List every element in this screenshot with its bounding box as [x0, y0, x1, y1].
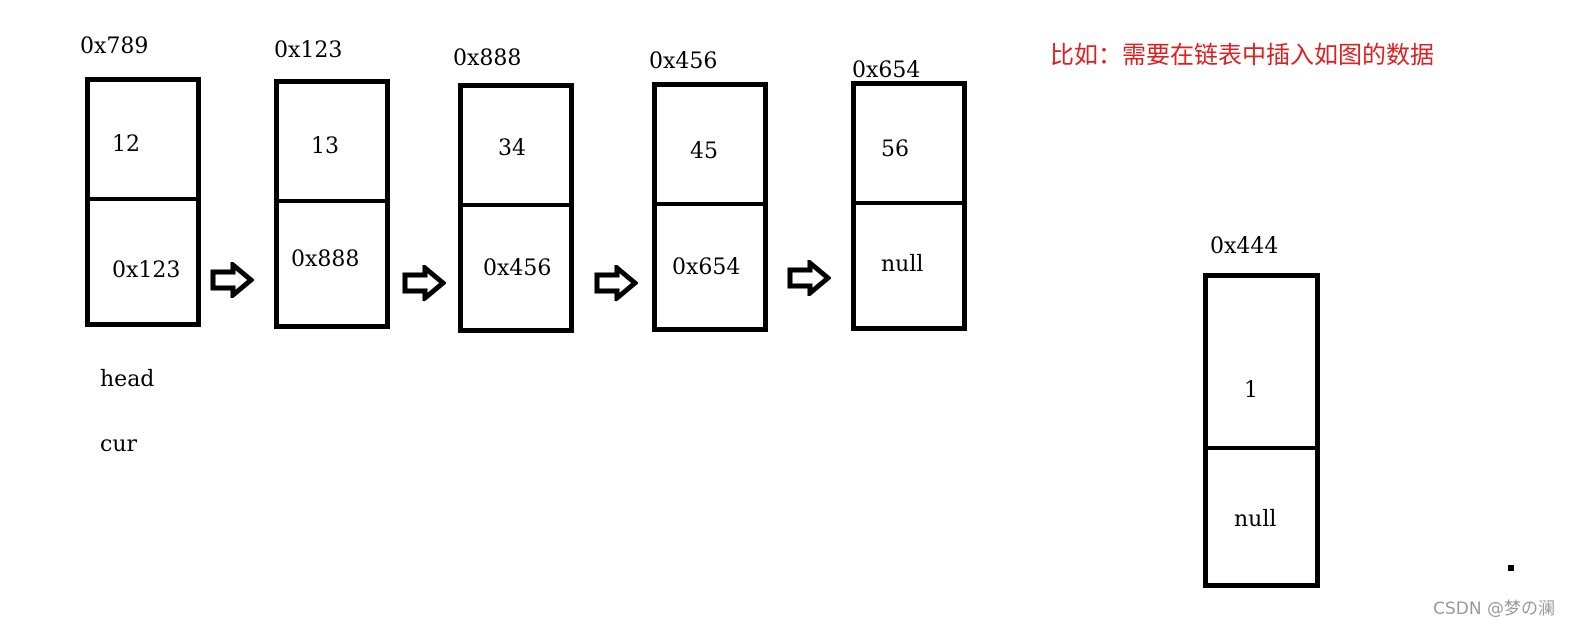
arrow-right-icon	[210, 262, 254, 298]
linked-list-node: 56 null	[851, 81, 967, 331]
node-divider	[458, 203, 574, 207]
node-divider	[85, 197, 201, 201]
node-address: 0x888	[453, 46, 522, 71]
node-next-pointer: 0x123	[112, 258, 181, 283]
linked-list-node: 13 0x888	[274, 79, 390, 329]
linked-list-node: 34 0x456	[458, 83, 574, 333]
insert-note: 比如：需要在链表中插入如图的数据	[1050, 41, 1434, 69]
node-divider	[1203, 446, 1320, 450]
linked-list-node: 12 0x123	[85, 77, 201, 327]
node-value: 56	[881, 137, 909, 162]
node-divider	[274, 199, 390, 203]
node-value: 12	[112, 132, 140, 157]
new-linked-list-node: 1 null	[1203, 273, 1320, 588]
stray-dot	[1508, 565, 1514, 571]
node-next-pointer: 0x456	[483, 256, 552, 281]
node-divider	[652, 202, 768, 206]
head-pointer-label: head	[100, 367, 155, 392]
node-address: 0x123	[274, 38, 343, 63]
node-value: 45	[690, 139, 718, 164]
new-node-next-pointer: null	[1234, 507, 1277, 532]
node-next-pointer: 0x888	[291, 247, 360, 272]
arrow-right-icon	[787, 260, 831, 296]
watermark: CSDN @梦の澜	[1433, 599, 1555, 619]
new-node-value: 1	[1244, 378, 1258, 403]
arrow-right-icon	[402, 265, 446, 301]
node-next-pointer: null	[881, 252, 924, 277]
arrow-right-icon	[594, 265, 638, 301]
node-next-pointer: 0x654	[672, 255, 741, 280]
node-value: 34	[498, 136, 526, 161]
linked-list-node: 45 0x654	[652, 82, 768, 332]
cur-pointer-label: cur	[100, 432, 138, 457]
node-value: 13	[311, 134, 339, 159]
node-address: 0x456	[649, 49, 718, 74]
node-address: 0x654	[852, 58, 921, 83]
new-node-address: 0x444	[1210, 234, 1279, 259]
node-divider	[851, 201, 967, 205]
node-address: 0x789	[80, 34, 149, 59]
